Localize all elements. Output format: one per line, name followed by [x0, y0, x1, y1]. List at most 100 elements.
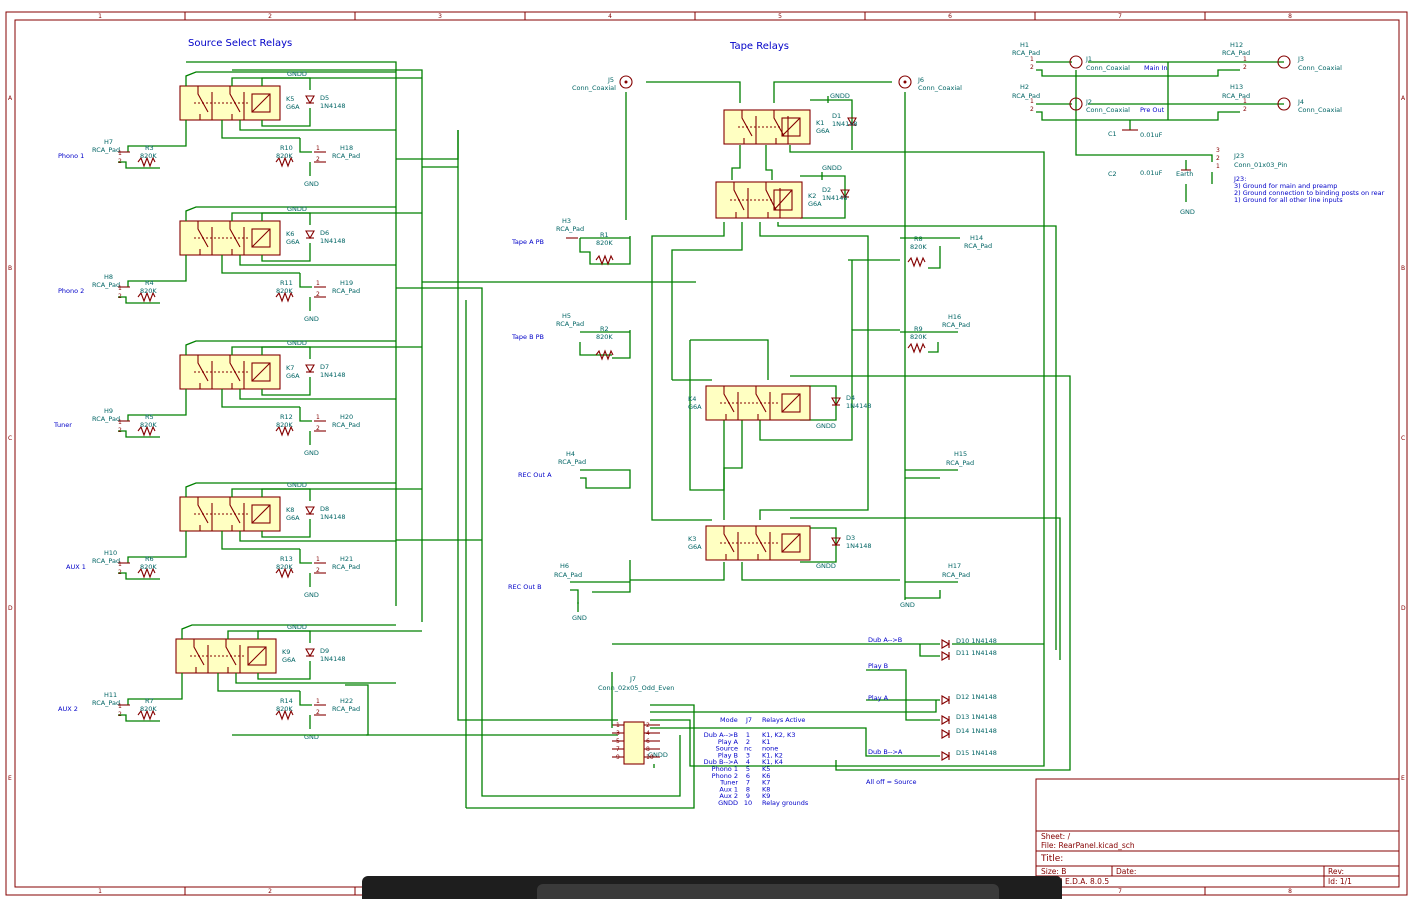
- output-res-value: 820K: [276, 287, 293, 295]
- tape-relays: K1G6AD11N4148GNDDK2G6AD21N4148GNDDK4G6AD…: [688, 92, 872, 570]
- output-res-value: 820K: [276, 563, 293, 571]
- row-mark: C: [8, 435, 12, 442]
- col-mark: 7: [1118, 888, 1122, 895]
- svg-text:RCA_Pad: RCA_Pad: [964, 242, 992, 250]
- table-cell-pin: 4: [746, 758, 750, 766]
- input-res-ref: R4: [145, 279, 154, 287]
- pad-h17: H17 RCA_Pad: [905, 562, 970, 583]
- svg-text:2: 2: [118, 293, 122, 300]
- svg-text:Conn_01x03_Pin: Conn_01x03_Pin: [1234, 161, 1287, 169]
- tb-size: Size: B: [1041, 867, 1066, 876]
- svg-text:2: 2: [1030, 106, 1034, 113]
- table-cell-pin: 3: [746, 751, 750, 759]
- tb-id: Id: 1/1: [1328, 877, 1352, 886]
- svg-text:Pre Out: Pre Out: [1140, 106, 1165, 114]
- svg-text:REC Out A: REC Out A: [518, 471, 552, 479]
- table-cell-mode: Phono 2: [712, 772, 738, 780]
- diode-label: D11 1N4148: [956, 649, 997, 657]
- table-cell-mode: Play B: [718, 751, 738, 759]
- diode-d14: [941, 729, 951, 739]
- diode-ref: D1: [832, 112, 841, 120]
- diode-d12: [941, 695, 951, 705]
- taskbar-window[interactable]: [537, 884, 999, 899]
- svg-text:H14: H14: [970, 234, 983, 242]
- svg-text:RCA_Pad: RCA_Pad: [942, 321, 970, 329]
- diode-value: 1N4148: [822, 194, 848, 202]
- relay-ref: K3: [688, 535, 696, 543]
- svg-text:R9: R9: [914, 325, 923, 333]
- output-pad-ref: H19: [340, 279, 353, 287]
- output-res-value: 820K: [276, 152, 293, 160]
- output-pad-value: RCA_Pad: [332, 705, 360, 713]
- output-res-ref: R11: [280, 279, 293, 287]
- title-block: Sheet: / File: RearPanel.kicad_sch Title…: [1035, 778, 1400, 888]
- table-cell-relays: K5: [762, 765, 770, 773]
- svg-text:2: 2: [316, 425, 320, 432]
- table-cell-relays: Relay grounds: [762, 799, 809, 807]
- table-cell-relays: K1, K2: [762, 751, 783, 759]
- relay-value: G6A: [286, 372, 300, 380]
- svg-text:Earth: Earth: [1176, 170, 1193, 178]
- table-cell-mode: Tuner: [719, 779, 738, 787]
- svg-text:1: 1: [316, 698, 320, 705]
- input-res-value: 820K: [140, 287, 157, 295]
- diode-label: D14 1N4148: [956, 727, 997, 735]
- diode-d1: [847, 117, 857, 127]
- pad-h14: H14 RCA_Pad R8 820K: [900, 234, 992, 269]
- svg-text:2: 2: [1243, 106, 1247, 113]
- diode-value: 1N4148: [832, 120, 858, 128]
- output-pad-value: RCA_Pad: [332, 421, 360, 429]
- relay-ref: K7: [286, 364, 294, 372]
- table-cell-relays: K8: [762, 785, 770, 793]
- svg-text:RCA_Pad: RCA_Pad: [558, 458, 586, 466]
- row-mark: A: [8, 95, 13, 102]
- svg-text:H13: H13: [1230, 83, 1243, 91]
- input-pad-value: RCA_Pad: [92, 146, 120, 154]
- input-net-label: Tuner: [53, 421, 72, 429]
- table-cell-relays: K1: [762, 738, 770, 746]
- diode-d4: [831, 397, 841, 407]
- input-pad-ref: H10: [104, 549, 117, 557]
- row-mark: B: [1401, 265, 1405, 272]
- pad-h16: H16 RCA_Pad R9 820K: [900, 313, 970, 354]
- tb-file: File: RearPanel.kicad_sch: [1041, 841, 1135, 850]
- svg-text:REC Out B: REC Out B: [508, 583, 542, 591]
- input-res-value: 820K: [140, 705, 157, 713]
- row-mark: E: [8, 775, 12, 782]
- svg-text:Play A: Play A: [868, 694, 889, 702]
- svg-text:Dub A-->B: Dub A-->B: [868, 636, 902, 644]
- svg-text:2: 2: [1216, 155, 1220, 162]
- gndd-label: GNDD: [816, 562, 836, 570]
- table-cell-relays: K1, K2, K3: [762, 731, 795, 739]
- svg-text:2: 2: [316, 156, 320, 163]
- svg-text:1: 1: [1216, 163, 1220, 170]
- svg-text:820K: 820K: [596, 333, 613, 341]
- svg-text:1: 1: [118, 285, 122, 292]
- diode-d8: [305, 506, 315, 516]
- tb-date: Date:: [1116, 867, 1136, 876]
- row-mark: B: [8, 265, 12, 272]
- diode-d9: [305, 648, 315, 658]
- coax-j6: J6 Conn_Coaxial: [898, 75, 962, 92]
- relay-value: G6A: [286, 514, 300, 522]
- table-cell-pin: 7: [746, 779, 750, 787]
- gndd-label: GNDD: [287, 481, 307, 489]
- taskbar: [362, 876, 1062, 899]
- svg-text:R1: R1: [600, 231, 609, 239]
- svg-text:J3: J3: [1297, 55, 1304, 63]
- svg-text:2) Ground connection to bindin: 2) Ground connection to binding posts on…: [1234, 189, 1385, 197]
- input-pad-value: RCA_Pad: [92, 557, 120, 565]
- gndd-label: GNDD: [287, 205, 307, 213]
- diode-ref: D3: [846, 534, 855, 542]
- svg-text:Conn_02x05_Odd_Even: Conn_02x05_Odd_Even: [598, 684, 674, 692]
- gndd-label: GNDD: [287, 70, 307, 78]
- heading-tape-relays: Tape Relays: [729, 41, 789, 52]
- svg-text:2: 2: [118, 711, 122, 718]
- svg-text:Conn_Coaxial: Conn_Coaxial: [572, 84, 616, 92]
- svg-text:1: 1: [118, 150, 122, 157]
- table-cell-relays: K9: [762, 792, 770, 800]
- svg-text:1: 1: [118, 703, 122, 710]
